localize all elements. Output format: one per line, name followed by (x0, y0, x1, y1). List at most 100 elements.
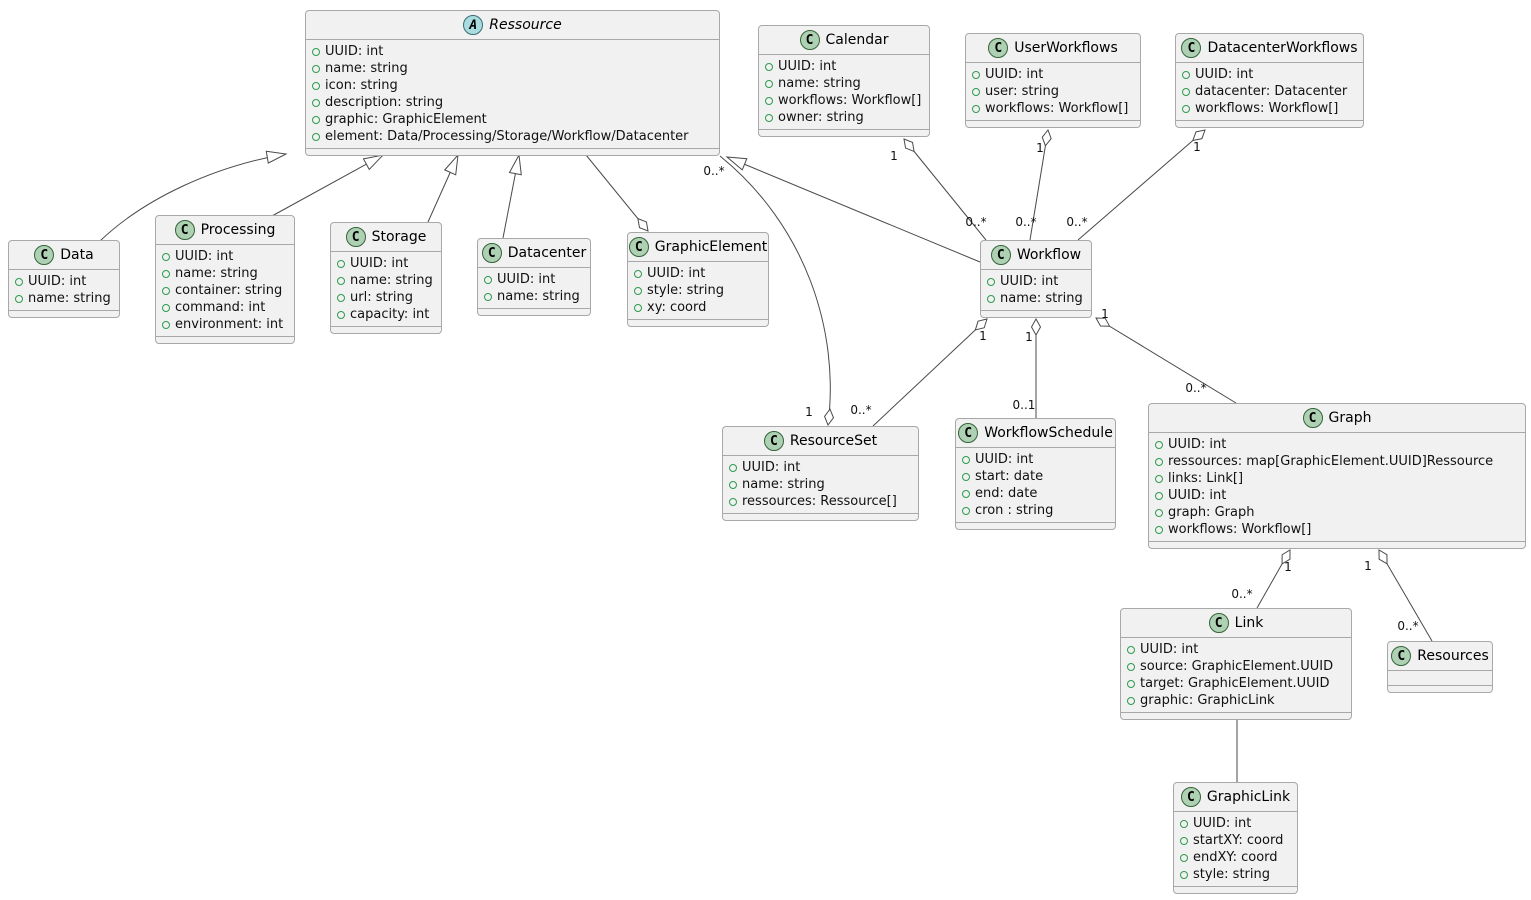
class-icon: C (1181, 38, 1202, 58)
class-attribute: UUID: int (729, 459, 912, 476)
field-visibility-icon (312, 132, 320, 141)
field-visibility-icon (729, 463, 737, 472)
field-visibility-icon (634, 269, 642, 278)
attribute-text: startXY: coord (1193, 833, 1284, 848)
field-visibility-icon (962, 455, 970, 464)
field-visibility-icon (634, 286, 642, 295)
class-name: GraphicLink (1206, 789, 1291, 805)
multiplicity-label: 1 (1036, 141, 1044, 155)
attribute-text: UUID: int (1168, 437, 1227, 452)
attribute-text: graphic: GraphicLink (1140, 693, 1275, 708)
field-visibility-icon (1180, 853, 1188, 862)
class-attribute: UUID: int (1182, 66, 1357, 83)
class-attribute: ressources: Ressource[] (729, 493, 912, 510)
class-footer (478, 308, 590, 315)
class-attribute: graphic: GraphicElement (312, 111, 713, 128)
attribute-text: UUID: int (175, 249, 234, 264)
attribute-text: UUID: int (985, 67, 1044, 82)
field-visibility-icon (1155, 474, 1163, 483)
attribute-text: capacity: int (350, 307, 430, 322)
class-attribute: UUID: int (1180, 815, 1291, 832)
attribute-text: workflows: Workflow[] (1168, 522, 1312, 537)
class-name: Resources (1417, 648, 1489, 664)
attribute-text: name: string (325, 61, 408, 76)
class-attribute: UUID: int (765, 58, 923, 75)
attribute-text: UUID: int (778, 59, 837, 74)
class-attribute: element: Data/Processing/Storage/Workflo… (312, 128, 713, 145)
class-attribute: end: date (962, 485, 1109, 502)
attribute-text: datacenter: Datacenter (1195, 84, 1348, 99)
field-visibility-icon (484, 275, 492, 284)
class-attribute: workflows: Workflow[] (765, 92, 923, 109)
class-name: Workflow (1016, 247, 1082, 263)
class-header: C GraphicElement (628, 233, 768, 262)
class-icon: C (345, 227, 366, 247)
class-attribute: xy: coord (634, 299, 762, 316)
field-visibility-icon (15, 277, 23, 286)
class-icon: C (628, 237, 649, 257)
attribute-text: ressources: map[GraphicElement.UUID]Ress… (1168, 454, 1494, 469)
edge-datacenterworkflows-workflow (1077, 129, 1206, 241)
multiplicity-label: 1 (1101, 307, 1109, 321)
field-visibility-icon (1155, 457, 1163, 466)
multiplicity-label: 1 (1193, 140, 1201, 154)
class-icon: C (1391, 646, 1412, 666)
field-visibility-icon (162, 303, 170, 312)
field-visibility-icon (162, 252, 170, 261)
class-attribute: name: string (312, 60, 713, 77)
class-footer (981, 310, 1091, 317)
class-icon: C (174, 220, 195, 240)
class-footer (1121, 712, 1351, 719)
edge-graph-resources (1378, 549, 1433, 642)
attribute-text: UUID: int (1140, 642, 1199, 657)
class-resources: C Resources (1387, 641, 1493, 693)
attribute-text: url: string (350, 290, 414, 305)
class-attribute: name: string (987, 290, 1085, 307)
field-visibility-icon (729, 480, 737, 489)
class-footer (1176, 120, 1363, 127)
attribute-text: owner: string (778, 110, 864, 125)
class-icon: C (1180, 787, 1201, 807)
attribute-text: workflows: Workflow[] (778, 93, 922, 108)
multiplicity-label: 0..* (850, 403, 871, 417)
class-attribute: graph: Graph (1155, 504, 1519, 521)
class-attributes (1388, 671, 1492, 685)
field-visibility-icon (312, 47, 320, 56)
attribute-text: endXY: coord (1193, 850, 1278, 865)
multiplicity-label: 1 (1364, 559, 1372, 573)
class-attribute: name: string (484, 288, 584, 305)
field-visibility-icon (337, 293, 345, 302)
attribute-text: name: string (175, 266, 258, 281)
class-attribute: url: string (337, 289, 435, 306)
class-attribute: target: GraphicElement.UUID (1127, 675, 1345, 692)
field-visibility-icon (1182, 104, 1190, 113)
edge-data-inherits-ressource (99, 150, 288, 242)
attribute-text: links: Link[] (1168, 471, 1244, 486)
multiplicity-label: 1 (979, 329, 987, 343)
class-footer (723, 513, 918, 520)
field-visibility-icon (312, 98, 320, 107)
class-footer (1388, 685, 1492, 692)
attribute-text: name: string (28, 291, 111, 306)
class-name: GraphicElement (654, 239, 768, 255)
attribute-text: environment: int (175, 317, 284, 332)
class-attribute: name: string (765, 75, 923, 92)
field-visibility-icon (337, 310, 345, 319)
field-visibility-icon (337, 259, 345, 268)
attribute-text: user: string (985, 84, 1059, 99)
field-visibility-icon (484, 292, 492, 301)
class-attribute: UUID: int (1127, 641, 1345, 658)
attribute-text: target: GraphicElement.UUID (1140, 676, 1330, 691)
field-visibility-icon (1127, 645, 1135, 654)
